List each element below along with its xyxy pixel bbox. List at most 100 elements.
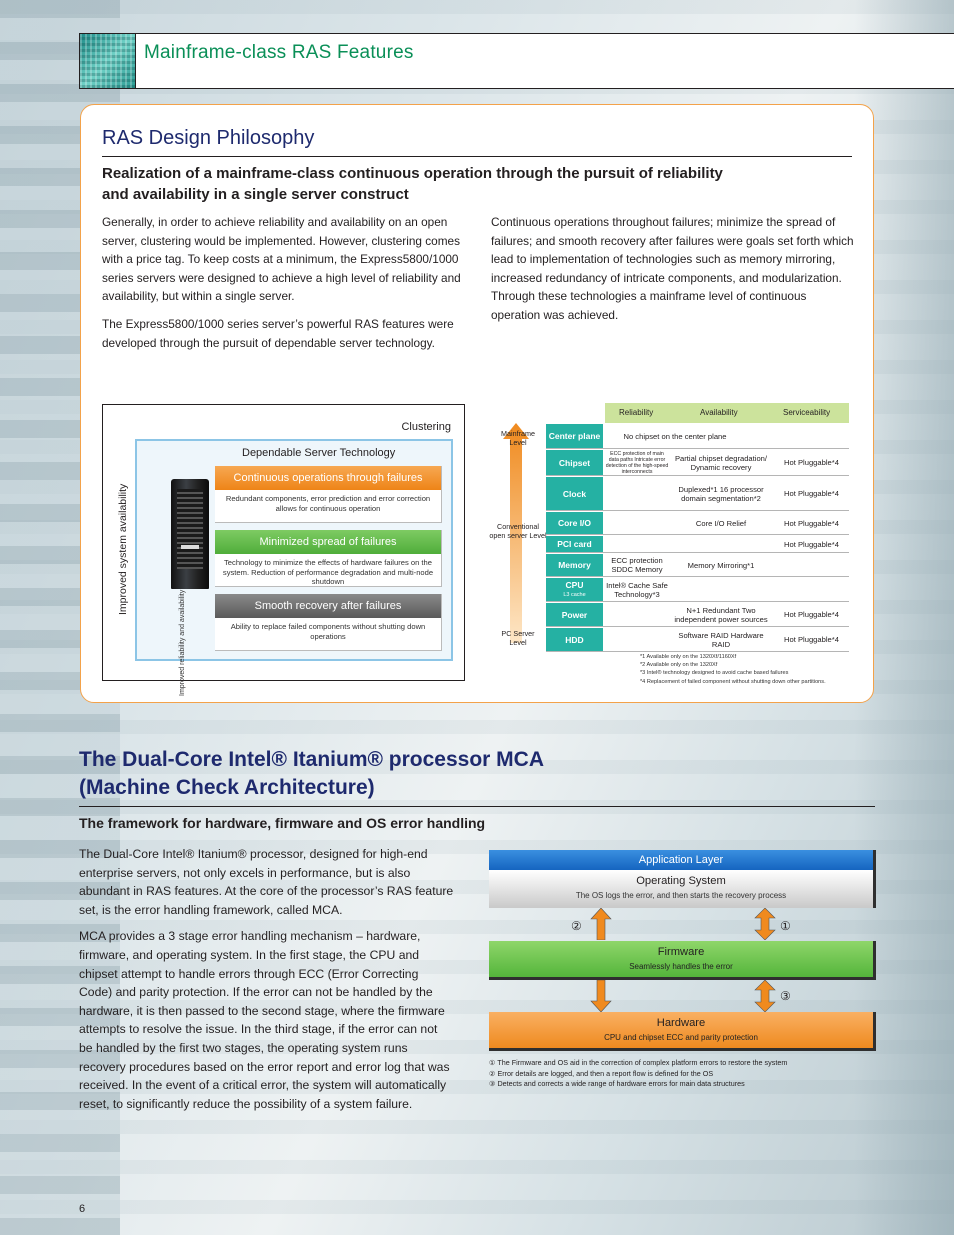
header-thumbnail-image xyxy=(80,34,136,88)
row-cell: Software RAID Hardware RAID xyxy=(678,630,764,649)
double-arrow-1 xyxy=(754,908,776,940)
row-cell: ECC protection of main data paths Intric… xyxy=(605,450,669,475)
row-cell: Hot Pluggable*4 xyxy=(784,635,839,644)
down-arrow xyxy=(590,980,612,1012)
row-cell: Hot Pluggable*4 xyxy=(784,458,839,467)
row-cell: Hot Pluggable*4 xyxy=(784,489,839,498)
y-axis-label: Improved system availability xyxy=(117,483,129,615)
server-image xyxy=(171,479,209,589)
row-cell: ECC protection SDDC Memory xyxy=(611,556,663,574)
footnote: *3 Intel® technology designed to avoid c… xyxy=(640,670,789,677)
os-layer: Application Layer Operating System The O… xyxy=(489,850,876,908)
step-number-1: ① xyxy=(780,919,791,933)
row-cell: Hot Pluggable*4 xyxy=(784,539,839,549)
ras-design-card: RAS Design Philosophy Realization of a m… xyxy=(80,104,874,703)
level-up-arrow xyxy=(503,423,529,643)
table-row: Core I/O Core I/O Relief Hot Pluggable*4 xyxy=(546,512,849,535)
step-number-3: ③ xyxy=(780,989,791,1003)
table-row: Memory ECC protection SDDC Memory Memory… xyxy=(546,554,849,577)
row-cell: Hot Pluggable*4 xyxy=(784,518,839,528)
feature-body: Technology to minimize the effects of ha… xyxy=(222,558,434,586)
feature-continuous-operations: Continuous operations through failures R… xyxy=(215,466,442,523)
footnote: *4 Replacement of failed component witho… xyxy=(640,678,826,685)
paragraph: Generally, in order to achieve reliabili… xyxy=(102,215,461,304)
table-header: Reliability Availability Serviceability xyxy=(605,403,849,423)
section-divider xyxy=(79,806,875,807)
paragraph: MCA provides a 3 stage error handling me… xyxy=(79,929,450,1111)
feature-body: Redundant components, error prediction a… xyxy=(225,494,431,513)
row-cell: N+1 Redundant Two independent power sour… xyxy=(674,605,768,624)
mca-section-title: The Dual-Core Intel® Itanium® processor … xyxy=(79,746,879,802)
firmware-layer: Firmware Seamlessly handles the error xyxy=(489,941,876,980)
row-label: CPU xyxy=(565,579,584,590)
row-label: HDD xyxy=(546,628,603,651)
mca-body-text: The Dual-Core Intel® Itanium® processor,… xyxy=(79,845,454,1121)
paragraph: Continuous operations throughout failure… xyxy=(491,215,854,322)
footnote: *2 Available only on the 1320Xf xyxy=(640,662,718,669)
feature-body: Ability to replace failed components wit… xyxy=(230,622,426,641)
dependable-server-box: Improved reliability and availability as… xyxy=(135,439,453,696)
row-label: PCI card xyxy=(546,536,603,552)
page-number: 6 xyxy=(79,1203,86,1215)
row-cell: Core I/O Relief xyxy=(695,518,747,528)
section-header: Mainframe-class RAS Features xyxy=(79,33,954,89)
mca-layer-diagram: Application Layer Operating System The O… xyxy=(489,850,879,1100)
feature-title: Continuous operations through failures xyxy=(215,466,441,490)
hardware-layer: Hardware CPU and chipset ECC and parity … xyxy=(489,1012,876,1051)
firmware-description: Seamlessly handles the error xyxy=(629,962,733,971)
row-cell: Hot Pluggable*4 xyxy=(784,610,839,619)
title-divider xyxy=(102,156,852,157)
row-cell: No chipset on the center plane xyxy=(623,431,727,441)
conventional-level-label: Conventional open server Level xyxy=(489,522,547,540)
mca-title-line2: (Machine Check Architecture) xyxy=(79,776,375,799)
row-label-group: CPU L3 cache xyxy=(546,578,603,601)
note-3: ③ Detects and corrects a wide range of h… xyxy=(489,1079,745,1089)
col-serviceability: Serviceability xyxy=(783,408,831,417)
col-reliability: Reliability xyxy=(619,408,654,417)
hardware-description: CPU and chipset ECC and parity protectio… xyxy=(604,1033,758,1042)
ras-title: RAS Design Philosophy xyxy=(102,127,315,149)
row-label: Center plane xyxy=(546,424,603,448)
row-cell: Partial chipset degradation/ Dynamic rec… xyxy=(674,453,768,472)
double-arrow-3 xyxy=(754,980,776,1012)
mca-subtitle: The framework for hardware, firmware and… xyxy=(79,815,486,831)
clustering-label: Clustering xyxy=(401,421,451,433)
table-row: HDD Software RAID Hardware RAID Hot Plug… xyxy=(546,628,849,652)
os-description: The OS logs the error, and then starts t… xyxy=(575,891,787,900)
ras-right-column: Continuous operations throughout failure… xyxy=(491,213,857,334)
table-row: Clock Duplexed*1 16 processor domain seg… xyxy=(546,477,849,511)
note-2: ② Error details are logged, and then a r… xyxy=(489,1068,714,1078)
ras-left-column: Generally, in order to achieve reliabili… xyxy=(102,213,468,361)
table-footnotes: *1 Available only on the 1320Xf/1160Xf *… xyxy=(640,653,870,686)
ras-feature-table: Mainframe Level Conventional open server… xyxy=(489,403,855,652)
table-row: PCI card Hot Pluggable*4 xyxy=(546,536,849,553)
col-availability: Availability xyxy=(700,408,738,417)
row-label: Core I/O xyxy=(546,512,603,534)
paragraph: The Dual-Core Intel® Itanium® processor,… xyxy=(79,847,454,917)
mca-notes: ① The Firmware and OS aid in the correct… xyxy=(489,1058,787,1090)
feature-title: Minimized spread of failures xyxy=(215,530,441,554)
table-row: Power N+1 Redundant Two independent powe… xyxy=(546,603,849,627)
row-label: Clock xyxy=(546,477,603,510)
row-label: Power xyxy=(546,603,603,626)
step-number-2: ② xyxy=(571,919,582,933)
row-label: Chipset xyxy=(546,450,603,475)
feature-title: Smooth recovery after failures xyxy=(215,594,441,618)
table-row: Center plane No chipset on the center pl… xyxy=(546,424,849,449)
note-1: ① The Firmware and OS aid in the correct… xyxy=(489,1058,788,1067)
paragraph: The Express5800/1000 series server’s pow… xyxy=(102,316,454,350)
section-header-title: Mainframe-class RAS Features xyxy=(144,42,414,63)
row-cell: Intel® Cache Safe Technology*3 xyxy=(606,580,668,599)
dependable-server-technology-label: Dependable Server Technology xyxy=(242,447,396,459)
ras-subtitle: Realization of a mainframe-class continu… xyxy=(102,165,723,203)
up-arrow-2 xyxy=(590,908,612,940)
feature-minimized-spread: Minimized spread of failures Technology … xyxy=(215,530,442,587)
footnote: *1 Available only on the 1320Xf/1160Xf xyxy=(640,654,737,660)
hardware-title: Hardware xyxy=(656,1017,706,1029)
row-cell: Memory Mirroring*1 xyxy=(687,560,755,570)
mca-title-line1: The Dual-Core Intel® Itanium® processor … xyxy=(79,748,545,771)
application-layer-label: Application Layer xyxy=(489,850,873,870)
mainframe-level-label: Mainframe Level xyxy=(501,429,535,447)
firmware-title: Firmware xyxy=(657,946,705,958)
os-title: Operating System xyxy=(636,875,726,887)
